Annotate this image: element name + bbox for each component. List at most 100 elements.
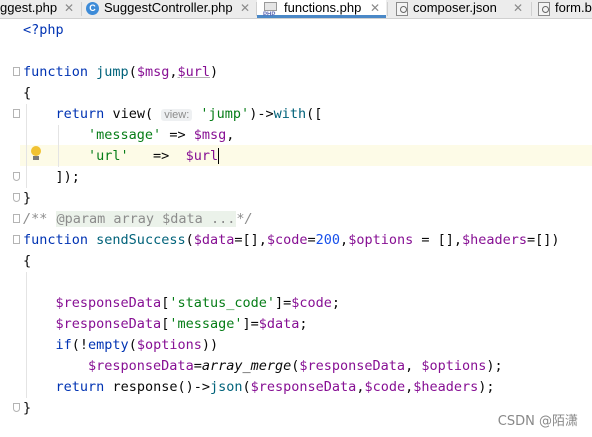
editor-gutter <box>0 19 20 437</box>
variable: $code <box>291 295 332 311</box>
code-line: if(!empty($options)) <box>55 337 219 353</box>
tab-ggest-php[interactable]: ggest.php ✕ <box>0 0 82 18</box>
text-caret <box>218 148 220 164</box>
variable: $options <box>348 232 414 248</box>
editor-tab-bar: ggest.php ✕ C SuggestController.php ✕ PH… <box>0 0 592 19</box>
indent-guide <box>58 125 59 167</box>
keyword: empty <box>88 337 129 353</box>
function-name: jump <box>96 64 129 80</box>
php-open-tag: <?php <box>23 22 64 38</box>
fold-close-icon[interactable] <box>13 172 20 181</box>
code-text: , <box>226 127 235 143</box>
code-text: = [], <box>413 232 462 248</box>
code-line: $responseData['status_code']=$code; <box>55 295 341 311</box>
close-icon[interactable]: ✕ <box>513 1 524 15</box>
tab-label: composer.json <box>413 0 497 15</box>
blade-file-icon <box>538 2 550 16</box>
number-literal: 200 <box>315 232 341 248</box>
fold-close-icon[interactable] <box>13 403 20 412</box>
fold-open-icon[interactable] <box>13 109 20 118</box>
indent-guide <box>26 272 27 398</box>
code-line: function jump($msg,$url) <box>23 64 219 80</box>
code-line: { <box>23 85 32 101</box>
code-text: =[]) <box>527 232 560 248</box>
close-icon[interactable]: ✕ <box>64 1 75 15</box>
string-literal: 'url' <box>88 148 129 164</box>
code-line: <?php <box>23 20 64 41</box>
close-icon[interactable]: ✕ <box>370 1 381 15</box>
parameter-hint: view: <box>161 109 193 121</box>
fold-open-icon[interactable] <box>13 214 20 223</box>
variable: $responseData <box>55 295 162 311</box>
fold-close-icon[interactable] <box>13 193 20 202</box>
variable: $data <box>258 316 300 332</box>
tab-composer-json[interactable]: composer.json ✕ <box>388 0 530 18</box>
tab-functions-php[interactable]: PHP functions.php ✕ <box>257 0 386 18</box>
string-literal: 'status_code' <box>169 295 275 311</box>
tab-label: ggest.php <box>0 0 58 15</box>
code-text: ([ <box>306 106 323 122</box>
code-text: )-> <box>249 106 274 122</box>
fold-open-icon[interactable] <box>13 67 20 76</box>
code-line: function sendSuccess($data=[],$code=200,… <box>23 232 560 248</box>
variable: $options <box>136 337 202 353</box>
variable: $responseData <box>299 358 406 374</box>
keyword: return <box>55 379 105 395</box>
close-icon[interactable]: ✕ <box>240 1 251 15</box>
doc-comment: */ <box>236 211 253 227</box>
watermark: CSDN @陌潇 <box>497 414 578 429</box>
variable: $code <box>364 379 406 395</box>
indent-guide <box>26 104 27 188</box>
variable: $responseData <box>55 316 162 332</box>
function-name: sendSuccess <box>96 232 186 248</box>
code-line: return view( view: 'jump')->with([ <box>23 104 323 125</box>
tab-separator <box>256 2 257 16</box>
tab-suggestcontroller-php[interactable]: C SuggestController.php ✕ <box>82 0 254 18</box>
tab-label: functions.php <box>284 0 362 15</box>
code-line: ]); <box>23 167 80 188</box>
variable: $responseData <box>88 358 194 374</box>
string-literal: 'jump' <box>200 106 250 122</box>
keyword: return <box>55 106 105 122</box>
tab-separator <box>81 2 82 16</box>
tab-separator <box>531 2 532 16</box>
tab-separator <box>387 2 388 16</box>
code-line: } <box>23 400 32 416</box>
code-text: => <box>161 127 194 143</box>
tab-form-blade[interactable]: form.bl <box>532 0 592 18</box>
code-line: /** @param array $data ...*/ <box>23 209 253 230</box>
function-call: response()-> <box>112 379 210 395</box>
json-file-icon <box>396 2 408 16</box>
current-line-highlight <box>0 145 592 166</box>
php-class-icon: C <box>86 2 99 15</box>
collapsed-doc-comment[interactable]: @param array $data ... <box>55 211 237 227</box>
php-file-icon: PHP <box>263 2 277 18</box>
code-line: $responseData['message']=$data; <box>55 316 308 332</box>
variable: $msg <box>193 127 227 143</box>
keyword: function <box>23 64 89 80</box>
function-call: view( <box>112 106 154 122</box>
method-call: with <box>273 106 307 122</box>
variable: $data <box>193 232 235 248</box>
function-call: array_merge <box>201 358 292 374</box>
variable: $headers <box>413 379 479 395</box>
lightbulb-icon[interactable] <box>30 146 42 162</box>
string-literal: 'message' <box>169 316 243 332</box>
doc-comment: /** <box>23 211 56 227</box>
tab-label: form.bl <box>555 0 592 15</box>
variable: $url <box>185 148 219 164</box>
fold-open-icon[interactable] <box>13 235 20 244</box>
variable: $options <box>421 358 487 374</box>
code-line: } <box>23 190 32 206</box>
variable: $responseData <box>250 379 357 395</box>
variable: $code <box>266 232 308 248</box>
code-text: ]); <box>55 169 80 185</box>
keyword: if <box>55 337 72 353</box>
variable: $headers <box>462 232 528 248</box>
code-text: => <box>128 148 186 164</box>
method-call: json <box>209 379 243 395</box>
code-line: return response()->json($responseData,$c… <box>55 379 495 395</box>
code-line: 'url' => $url <box>23 146 220 167</box>
variable: $msg <box>136 64 170 80</box>
code-text: =[], <box>234 232 267 248</box>
